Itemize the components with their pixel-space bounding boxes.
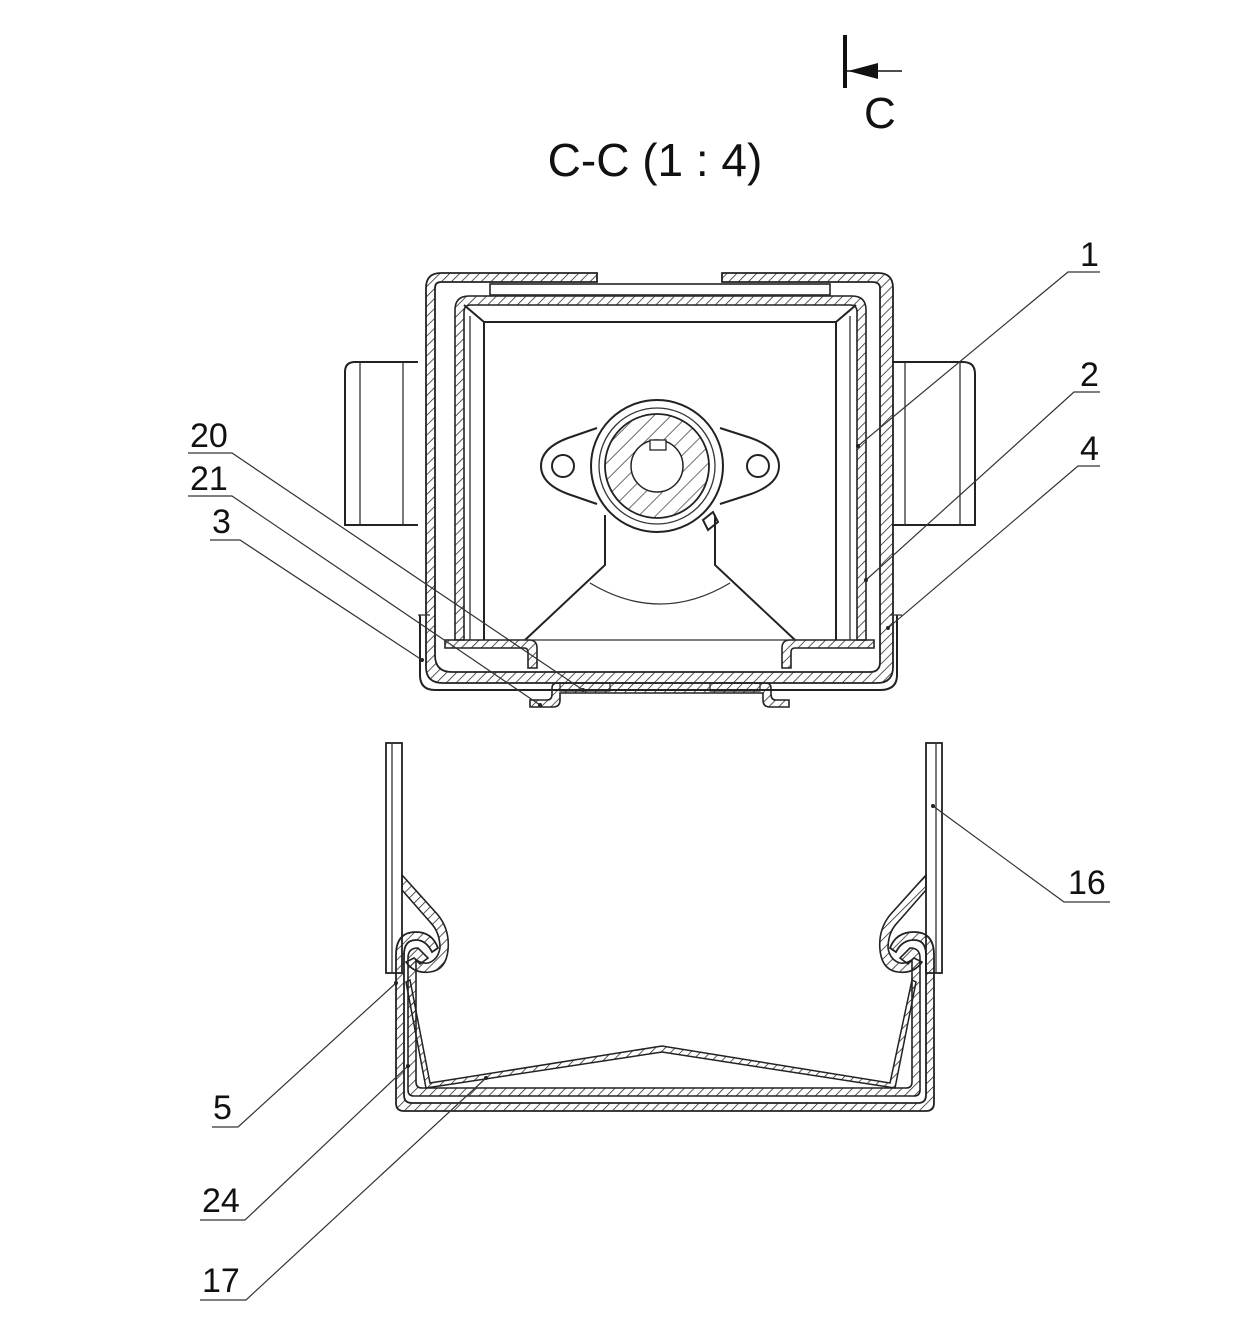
callout-16: 16 (931, 804, 1110, 903)
svg-text:2: 2 (1080, 356, 1099, 394)
section-title: C-C (1 : 4) (548, 134, 763, 186)
svg-text:20: 20 (190, 417, 228, 455)
callout-24: 24 (200, 1064, 410, 1221)
svg-text:4: 4 (1080, 430, 1099, 468)
flange-bearing (539, 399, 781, 533)
callout-20: 20 (188, 417, 585, 692)
svg-text:16: 16 (1068, 864, 1106, 902)
view-marker-letter: C (864, 89, 896, 138)
callout-2: 2 (864, 356, 1100, 582)
upper-housing (344, 272, 976, 708)
view-marker: C (843, 35, 902, 138)
lower-tray (385, 742, 943, 1112)
callout-5: 5 (212, 981, 398, 1128)
callout-4: 4 (886, 430, 1100, 630)
callout-21: 21 (188, 460, 542, 707)
svg-text:17: 17 (202, 1262, 240, 1300)
callout-3: 3 (210, 503, 424, 662)
svg-text:1: 1 (1080, 236, 1099, 274)
svg-text:3: 3 (212, 503, 231, 541)
svg-text:5: 5 (213, 1089, 232, 1127)
svg-text:21: 21 (190, 460, 228, 498)
callout-1: 1 (856, 236, 1100, 448)
arrow-icon (848, 63, 878, 79)
callout-17: 17 (200, 1076, 488, 1301)
grease-nipple-icon (701, 510, 720, 532)
svg-text:24: 24 (202, 1182, 240, 1220)
